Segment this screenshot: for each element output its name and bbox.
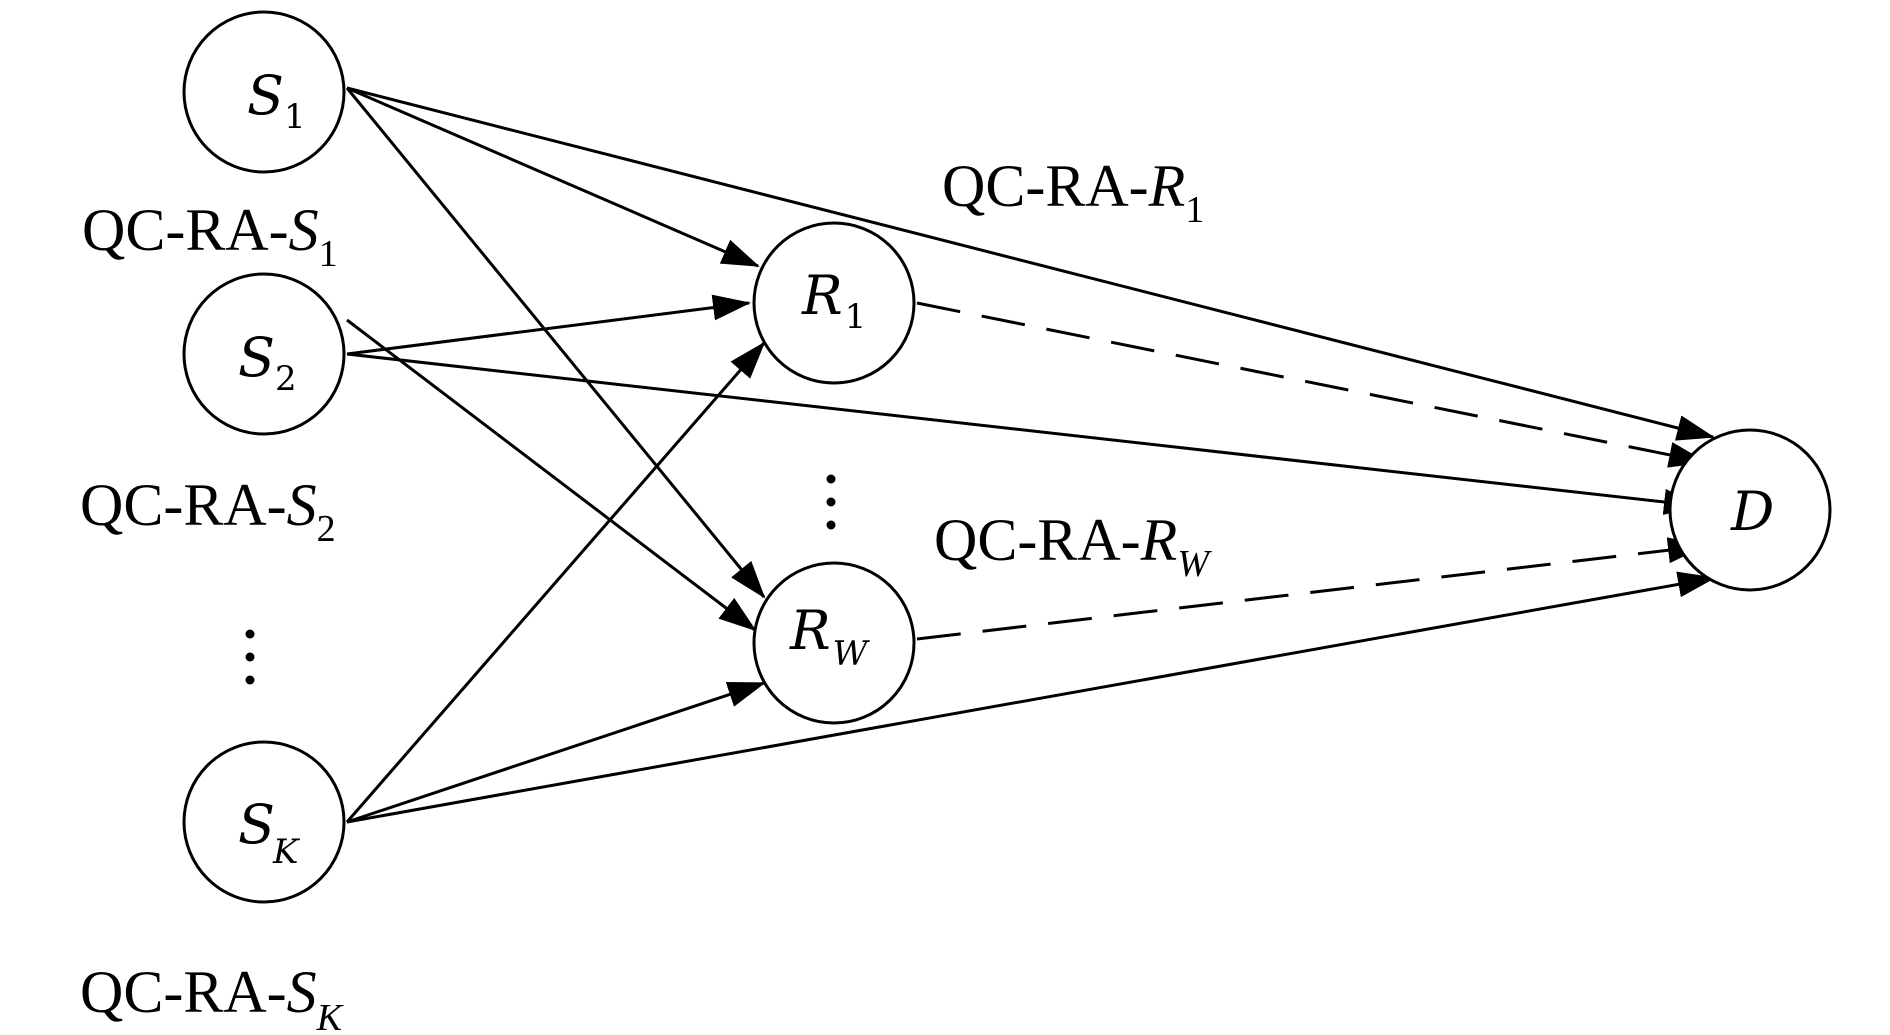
- svg-text:R 1: R 1: [801, 264, 866, 337]
- edge-s1-r1: [346, 86, 760, 268]
- node-sk: S K: [182, 740, 346, 904]
- node-sk-name: S: [238, 793, 275, 856]
- edges: [345, 86, 1716, 824]
- vertical-ellipsis-relays: [826, 474, 836, 530]
- node-r1-circle: [752, 221, 916, 385]
- node-r1-sub: 1: [845, 297, 867, 337]
- node-rw-circle: [752, 561, 916, 725]
- svg-text:D: D: [1730, 480, 1774, 543]
- node-rw: R W: [752, 561, 916, 725]
- node-s2-name: S: [238, 326, 275, 389]
- node-s1-sub: 1: [284, 97, 306, 137]
- annotation-qc-ra-r1: QC-RA-R1: [942, 153, 1204, 231]
- svg-text:S K: S K: [238, 793, 301, 872]
- node-s2-circle: [182, 272, 346, 436]
- node-s1-name: S: [247, 64, 284, 127]
- vertical-ellipsis-sources: [245, 629, 255, 685]
- svg-text:S 1: S 1: [247, 64, 306, 137]
- node-d-name: D: [1730, 480, 1774, 543]
- node-d-circle: [1668, 428, 1832, 592]
- edge-sk-r1: [345, 341, 766, 823]
- annotation-qc-ra-sk: QC-RA-SK: [80, 959, 344, 1035]
- edge-sk-rw: [346, 681, 766, 824]
- node-rw-sub: W: [833, 634, 871, 674]
- node-r1: R 1: [752, 221, 916, 385]
- node-s2: S 2: [182, 272, 346, 436]
- svg-text:S 2: S 2: [238, 326, 297, 399]
- edge-s1-d: [346, 86, 1715, 441]
- annotation-qc-ra-s2: QC-RA-S2: [80, 472, 336, 550]
- edge-s2-d: [346, 352, 1702, 515]
- annotation-qc-ra-s1: QC-RA-S1: [82, 197, 338, 275]
- edge-s2-r1: [346, 294, 751, 356]
- node-s2-sub: 2: [275, 359, 297, 399]
- node-d: D: [1668, 428, 1832, 592]
- node-sk-circle: [182, 740, 346, 904]
- node-sk-sub: K: [272, 832, 301, 872]
- node-rw-name: R: [789, 599, 831, 662]
- edge-s1-rw: [345, 87, 766, 599]
- edge-rw-d: [916, 537, 1706, 641]
- node-s1: S 1: [182, 10, 346, 174]
- annotation-qc-ra-rw: QC-RA-RW: [934, 507, 1212, 585]
- node-s1-circle: [182, 10, 346, 174]
- edge-s2-rw: [346, 318, 757, 632]
- edge-r1-d: [916, 301, 1707, 468]
- node-r1-name: R: [801, 264, 843, 327]
- svg-text:R W: R W: [789, 599, 871, 674]
- edge-sk-d: [346, 571, 1716, 824]
